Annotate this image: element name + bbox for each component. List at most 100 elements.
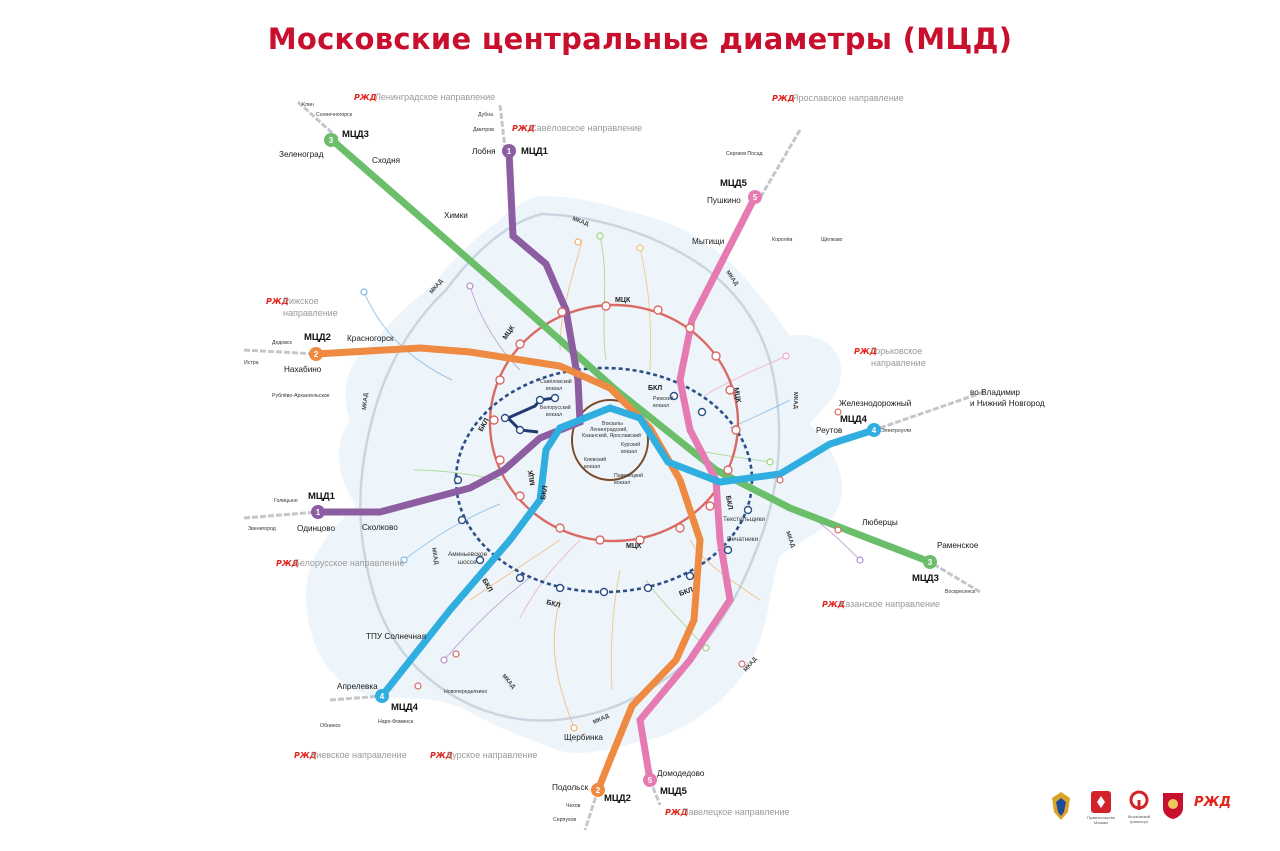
station-ramenskoe: Раменское: [937, 541, 979, 550]
rzd-logo: РЖД: [822, 600, 845, 609]
direction-yaroslavl: Ярославское направление: [792, 93, 904, 103]
station-shcherbinka: Щербинка: [564, 733, 603, 742]
badge-mcd4-bottom: 4: [380, 692, 385, 701]
terminal-three-2: Ленинградский,: [590, 426, 628, 433]
station-elektrougli: Электроугли: [881, 428, 911, 434]
station-tpu-solnechnaya: ТПУ Солнечная: [366, 632, 426, 641]
radial-terminals: [360, 232, 864, 732]
ring-label-bkl: БКЛ: [724, 495, 733, 510]
direction-gorky-2: направление: [871, 358, 926, 368]
station-domodedovo: Домодедово: [657, 769, 705, 778]
moscow-transport-logo: Московский транспорт: [1128, 790, 1150, 824]
station-zvenigorod: Звенигород: [248, 526, 276, 532]
interchange-markers: [489, 301, 741, 545]
terminal-labels: Савёловский вокзал Рижский вокзал Белору…: [540, 378, 674, 486]
station-istra: Истра: [244, 360, 259, 366]
station-vladimir-1: во Владимир: [970, 388, 1020, 397]
label-mcd4-bottom: МЦД4: [391, 702, 419, 713]
direction-belarus: Белорусское направление: [294, 558, 405, 568]
rzd-logo: РЖД: [354, 93, 377, 102]
station-naro-fominsk: Наро-Фоминск: [378, 719, 414, 725]
ring-label-mck: МЦК: [626, 543, 642, 550]
ministry-emblem-icon: [1052, 792, 1070, 820]
terminal-three-1: Вокзалы: [602, 421, 623, 427]
rzd-logo: РЖД: [276, 559, 299, 568]
terminal-savelovsky-2: вокзал: [546, 386, 562, 392]
station-shchelkovo: Щёлково: [821, 237, 843, 243]
mcd4-line: [378, 404, 878, 700]
station-zheleznodorozhny: Железнодорожный: [839, 399, 911, 408]
station-obninsk: Обнинск: [320, 723, 341, 729]
rzd-logo: РЖД: [665, 808, 688, 817]
station-dmitrov: Дмитров: [473, 127, 494, 133]
mkad-ring: [359, 212, 781, 722]
station-dedovsk: Дедовск: [272, 340, 292, 346]
mcd-badges: 3 1 5 2 4 1 3 4 2 5: [309, 133, 937, 797]
station-zelenograd: Зеленоград: [279, 150, 324, 159]
station-sergiev-posad: Сергиев Посад: [726, 151, 763, 157]
station-aminyevskoe-2: шоссе: [458, 559, 477, 566]
direction-kursk: Курское направление: [447, 750, 537, 760]
direction-savelovo: Савёловское направление: [530, 123, 642, 133]
footer-logos: Правительство Москвы Московский транспор…: [1048, 790, 1238, 830]
rzd-logo: РЖД: [430, 751, 453, 760]
station-chekhov: Чехов: [566, 803, 581, 809]
station-voskresensk: Воскресенск: [945, 589, 976, 595]
station-mytishchi: Мытищи: [692, 237, 724, 246]
terminal-rizhsky-1: Рижский: [653, 395, 674, 402]
badge-mcd3-bottom: 3: [928, 558, 933, 567]
station-aminyevskoe-1: Аминьевское: [448, 551, 488, 558]
bkl-stations: [453, 391, 753, 597]
station-skolkovo: Сколково: [362, 523, 398, 532]
terminal-savelovsky-1: Савёловский: [540, 378, 572, 385]
mkad-label: МКАД: [571, 216, 590, 228]
rzd-logo: РЖД: [772, 94, 795, 103]
station-solnechnogorsk: Солнечногорск: [316, 112, 353, 118]
ring-label-bkl: БКЛ: [648, 385, 662, 392]
station-khimki: Химки: [444, 211, 468, 220]
station-krasnogorsk: Красногорск: [347, 334, 394, 343]
station-tekstilshchiki: Текстильщики: [723, 516, 765, 523]
label-mcd1-top: МЦД1: [521, 146, 549, 157]
station-reutov: Реутов: [816, 426, 842, 435]
station-lobnya: Лобня: [472, 147, 496, 156]
label-mcd1-left: МЦД1: [308, 491, 336, 502]
line-labels: МЦД3 МЦД1 МЦД5 МЦД2 МЦД4 МЦД1 МЦД3 МЦД4 …: [304, 129, 939, 804]
station-lyubertsy: Люберцы: [862, 518, 898, 527]
ring-label-bkl: БКЛ: [678, 586, 694, 597]
station-podolsk: Подольск: [552, 783, 589, 792]
direction-leningrad: Ленинградское направление: [375, 92, 495, 102]
label-mcd2-left: МЦД2: [304, 332, 331, 343]
station-pushkino: Пушкино: [707, 196, 741, 205]
terminal-paveletsky-1: Павелецкий: [614, 472, 643, 479]
badge-mcd2-left: 2: [314, 350, 319, 359]
station-rublevo: Рублёво-Архангельское: [272, 393, 330, 399]
station-serpukhov: Серпухов: [553, 817, 576, 823]
terminal-belorussky-1: Белорусский: [540, 404, 571, 411]
badge-mcd1-top: 1: [507, 147, 512, 156]
label-mcd3-bottom: МЦД3: [912, 573, 939, 584]
direction-paveletsk: Павелецкое направление: [682, 807, 790, 817]
terminal-three-3: Казанский, Ярославский: [582, 432, 641, 439]
mkad-label: МКАД: [430, 547, 439, 566]
page-title: Московские центральные диаметры (МЦД): [267, 22, 1013, 56]
moscow-oblast-emblem-icon: [1163, 793, 1183, 819]
direction-riga-2: направление: [283, 308, 338, 318]
moscow-government-logo: Правительство Москвы: [1087, 791, 1116, 825]
ring-label-bkl: БКЛ: [545, 599, 561, 609]
label-mcd4-right: МЦД4: [840, 414, 868, 425]
station-dubna: Дубна: [478, 112, 493, 118]
badge-mcd1-left: 1: [316, 508, 321, 517]
direction-gorky-1: Горьковское: [871, 346, 922, 356]
mck-ring: [488, 303, 740, 543]
direction-labels: РЖД Ленинградское направление РЖД Савёло…: [266, 92, 940, 817]
direction-kiev: Киевское направление: [311, 750, 407, 760]
logo-caption: Московский: [1128, 814, 1150, 819]
terminal-kievsky-2: вокзал: [584, 464, 600, 470]
rzd-logo: РЖД: [266, 297, 289, 306]
terminal-kursky-2: вокзал: [621, 449, 637, 455]
mkad-label: МКАД: [792, 392, 798, 410]
terminal-kievsky-1: Киевский: [584, 456, 606, 463]
badge-mcd5-top: 5: [753, 193, 758, 202]
direction-kazan: Казанское направление: [840, 599, 940, 609]
